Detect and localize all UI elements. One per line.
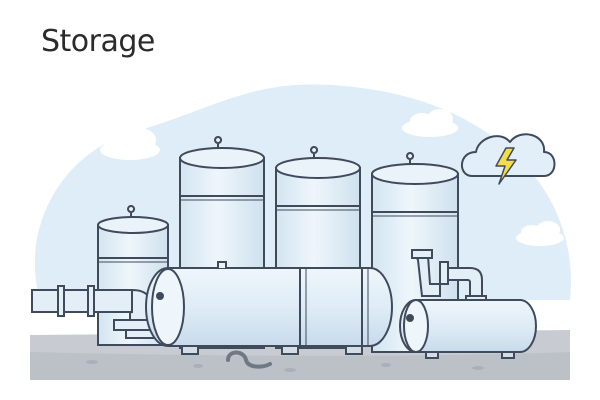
background-cloud-right <box>516 221 564 246</box>
lightning-bolt-icon <box>495 147 517 185</box>
ground-hose <box>226 350 272 369</box>
horizontal-tank-small <box>399 299 537 359</box>
background-cloud-left <box>100 128 160 160</box>
background-cloud-top <box>402 109 458 137</box>
horizontal-tank-large <box>145 261 393 355</box>
storm-cloud-icon <box>461 133 556 185</box>
outlet-pipe-right <box>411 249 487 303</box>
page-title: Storage <box>41 24 155 59</box>
ground-front-strip <box>30 352 570 380</box>
ground-pebbles <box>86 360 484 372</box>
